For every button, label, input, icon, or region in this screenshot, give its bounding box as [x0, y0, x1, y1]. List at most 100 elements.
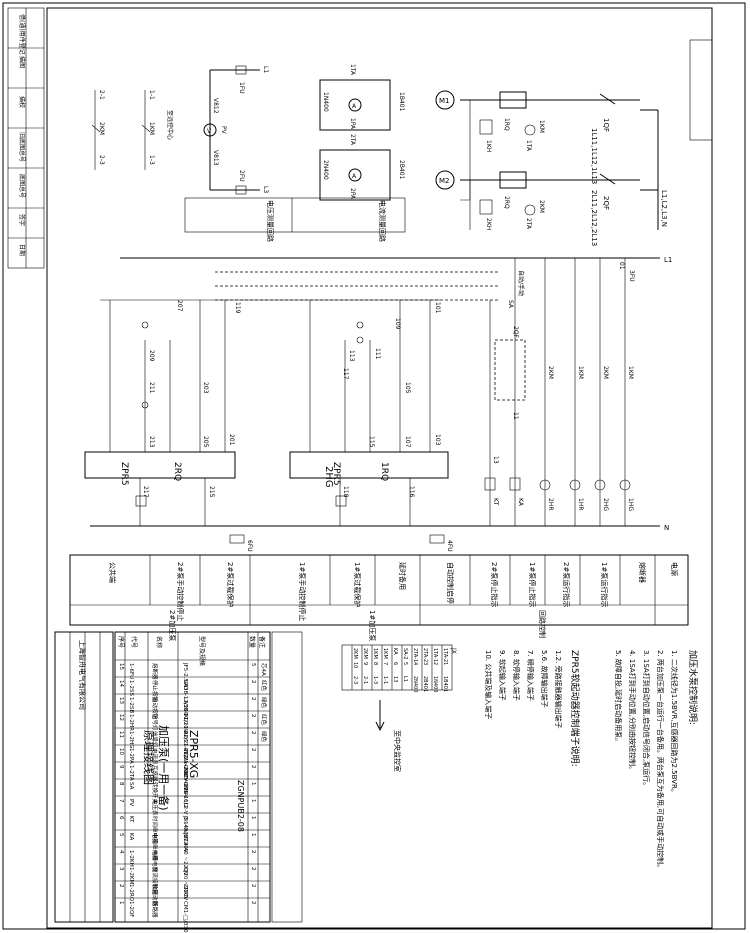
- note-item: 2. 两台加压泵一台运行一台备用。两台泵互为备用,可自动或手动控制。: [656, 650, 665, 871]
- terminal-cell: 2N400: [412, 676, 418, 692]
- parts-cell: 1-6FU: [128, 663, 134, 679]
- company-name: 上海智舟电气有限公司: [78, 640, 87, 710]
- parts-cell: ZPR5: [182, 884, 188, 899]
- note-item: 5. 故障自投,延时启动备用泵。: [614, 650, 623, 745]
- soft-starter-2: [84, 451, 236, 479]
- terminal-cell: 9: [362, 662, 368, 665]
- svg-text:105: 105: [404, 382, 411, 394]
- soft-starter-1: [289, 451, 449, 479]
- svg-text:209: 209: [148, 350, 155, 362]
- svg-text:2HG: 2HG: [602, 498, 609, 511]
- title-block: 上海智舟电气有限公司 ZPR5-XG 加压泵(一用一备) 原理接线图 ZGNPU…: [54, 631, 303, 923]
- svg-text:公共端: 公共端: [108, 562, 117, 583]
- margin-label: 描图: [18, 56, 26, 68]
- terminal-cell: 1TA-1: [432, 648, 438, 662]
- terminal-note: 至中央监控室: [393, 730, 402, 772]
- svg-text:213: 213: [148, 436, 155, 448]
- parts-cell: JZC4-40 ~220V: [182, 832, 188, 876]
- parts-cell: 2: [250, 765, 256, 769]
- svg-text:A: A: [352, 173, 357, 180]
- parts-cell: 1-2SB: [128, 697, 134, 713]
- svg-text:V813: V813: [212, 150, 219, 166]
- terminal-cell: 1-1: [382, 676, 388, 684]
- parts-cell: 1: [250, 782, 256, 786]
- parts-cell: 2: [250, 867, 256, 871]
- parts-cell: 停止按钮: [151, 680, 159, 703]
- parts-cell: 绿色: [260, 731, 268, 743]
- margin-label: 日期: [18, 244, 26, 256]
- svg-text:自动控制启停: 自动控制启停: [446, 562, 455, 604]
- control-circuit: L1 N 3FU 01 1HG 2HG 1HR 2HR KA KT: [84, 256, 672, 552]
- margin-label: 描校: [18, 96, 26, 108]
- svg-text:2FU: 2FU: [238, 170, 245, 182]
- parts-cell: 3: [118, 867, 124, 871]
- svg-text:KT: KT: [492, 498, 499, 505]
- drawing-frame: [46, 7, 713, 929]
- breaker-label: 1QF: [602, 118, 610, 132]
- terminal-cell: 1KM: [372, 648, 378, 659]
- svg-text:2RQ: 2RQ: [172, 462, 182, 481]
- parts-cell: 1-2QF: [128, 901, 134, 917]
- svg-text:回路控制: 回路控制: [538, 610, 547, 638]
- parts-cell: 1-2RQ: [128, 884, 134, 902]
- svg-text:JX: JX: [450, 647, 457, 654]
- terminal-cell: 1B401: [442, 676, 448, 692]
- parts-cell: 2: [250, 748, 256, 752]
- part-label: 1KH: [485, 140, 492, 152]
- parts-cell: 15: [118, 663, 124, 670]
- svg-text:V812: V812: [212, 98, 219, 114]
- terminal-cell: 1-3: [372, 676, 378, 684]
- terminal-cell: KA: [392, 648, 398, 655]
- svg-text:2#泵停止指示: 2#泵停止指示: [490, 562, 499, 607]
- svg-text:2HR: 2HR: [547, 498, 554, 511]
- svg-text:2QF: 2QF: [512, 326, 519, 339]
- parts-cell: 芯4A: [260, 663, 268, 676]
- parts-cell: 1-2KH: [128, 850, 134, 867]
- svg-text:1#泵过载保护: 1#泵过载保护: [353, 562, 362, 607]
- svg-text:117: 117: [342, 368, 349, 380]
- part-label: 1RQ: [503, 118, 510, 131]
- terminal-cell: 2-1: [362, 676, 368, 684]
- terminal-table: JX 至中央监控室: [341, 644, 457, 772]
- parts-cell: 1-2PA: [128, 748, 134, 764]
- svg-text:113: 113: [348, 350, 355, 362]
- zpr-item: 1.2. 旁路接触器输出端子: [554, 650, 563, 729]
- terminal-cell: 10: [352, 662, 358, 668]
- parts-cell: JF5-2.5RD: [182, 662, 188, 690]
- terminal-cell: 1: [442, 662, 448, 665]
- svg-text:1#泵手动控制停止: 1#泵手动控制停止: [298, 562, 307, 621]
- terminal-cell: 2TA-2: [422, 648, 428, 662]
- parts-cell: 8: [118, 782, 124, 786]
- parts-cell: 10: [118, 748, 124, 755]
- part-label: 2RQ: [503, 196, 510, 209]
- svg-text:111: 111: [374, 348, 381, 360]
- margin-label: 签字: [18, 214, 26, 226]
- svg-text:2KM: 2KM: [602, 366, 609, 379]
- parts-cell: LMK3-0.66: [182, 765, 188, 795]
- terminal-cell: 2-3: [352, 676, 358, 684]
- part-label: 2TA: [525, 218, 532, 230]
- svg-text:2TA: 2TA: [349, 134, 356, 146]
- parts-cell: AD11-22/21-7GZ ~220V: [182, 731, 188, 798]
- parts-cell: 2: [250, 901, 256, 905]
- zpr-item: 5.6. 故障输出端子: [540, 650, 549, 708]
- svg-text:2B401: 2B401: [398, 160, 405, 180]
- svg-text:211: 211: [148, 382, 155, 394]
- motor-label: M2: [439, 177, 450, 185]
- svg-text:型号及规格: 型号及规格: [198, 636, 206, 666]
- parts-cell: 6: [118, 816, 124, 820]
- svg-text:1HG: 1HG: [627, 498, 634, 511]
- bus-label: 2L11,2L12,2L13: [590, 190, 598, 246]
- svg-text:数量: 数量: [248, 636, 256, 648]
- parts-cell: 1-2HR: [128, 714, 134, 731]
- drawing-code: ZPR5-XG: [187, 730, 200, 778]
- svg-text:1B401: 1B401: [398, 92, 405, 112]
- parts-cell: 2: [118, 884, 124, 888]
- svg-text:207: 207: [176, 300, 183, 312]
- parts-cell: 7: [118, 799, 124, 803]
- notes-block: 加压水泵控制说明: 1. 二次线径为1.5BVR,互感器回路为2.5BVR。 2…: [484, 650, 699, 871]
- parts-cell: JS14A ~220V: [182, 815, 188, 853]
- bus-label: N: [664, 524, 669, 532]
- parts-cell: 红色: [260, 714, 268, 726]
